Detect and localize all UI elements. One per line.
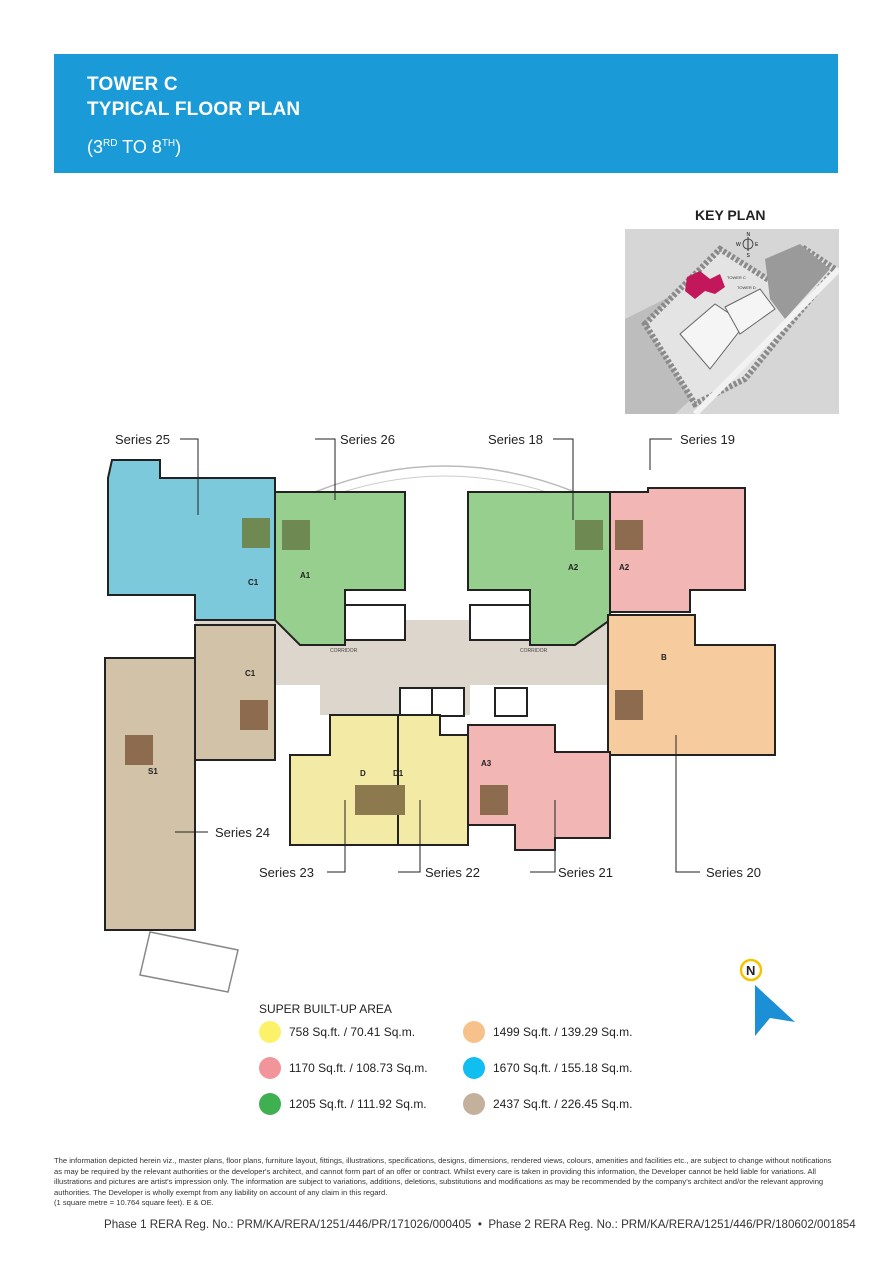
rug xyxy=(282,520,310,550)
unit-tag: A2 xyxy=(619,563,630,572)
floor-range: (3RD TO 8TH) xyxy=(87,137,181,158)
legend-swatch-pink xyxy=(259,1057,281,1079)
plan-title: TYPICAL FLOOR PLAN xyxy=(87,99,301,120)
legend-swatch-cyan xyxy=(463,1057,485,1079)
lift xyxy=(431,687,465,717)
separator: • xyxy=(477,1218,482,1231)
series-21-label: Series 21 xyxy=(558,865,613,880)
rera-phase-2: Phase 2 RERA Reg. No.: PRM/KA/RERA/1251/… xyxy=(488,1218,856,1231)
legend-label: 1170 Sq.ft. / 108.73 Sq.m. xyxy=(289,1061,428,1075)
unit-tag: D xyxy=(360,769,366,778)
compass-n: N xyxy=(747,232,751,238)
title-banner: TOWER C TYPICAL FLOOR PLAN (3RD TO 8TH) xyxy=(54,54,838,173)
rera-numbers: Phase 1 RERA Reg. No.: PRM/KA/RERA/1251/… xyxy=(104,1218,856,1231)
rug xyxy=(575,520,603,550)
series-24-label: Series 24 xyxy=(215,825,270,840)
legend-label: 1499 Sq.ft. / 139.29 Sq.m. xyxy=(493,1025,633,1039)
compass-e: E xyxy=(755,242,759,248)
rera-phase-1: Phase 1 RERA Reg. No.: PRM/KA/RERA/1251/… xyxy=(104,1218,472,1231)
conversion-note: (1 square metre = 10.764 square feet). E… xyxy=(54,1198,214,1208)
disclaimer: The information depicted herein viz., ma… xyxy=(54,1156,840,1209)
tower-c-label: TOWER C xyxy=(727,275,746,280)
arc-terrace xyxy=(314,465,576,493)
series-22-label: Series 22 xyxy=(425,865,480,880)
legend-swatch-green xyxy=(259,1093,281,1115)
legend-title: SUPER BUILT-UP AREA xyxy=(259,1002,392,1016)
legend-swatch-beige xyxy=(463,1093,485,1115)
disclaimer-text: The information depicted herein viz., ma… xyxy=(54,1156,832,1197)
staircase xyxy=(344,604,406,641)
legend-swatch-yellow xyxy=(259,1021,281,1043)
unit-tag: A1 xyxy=(300,571,311,580)
superscript: TH xyxy=(161,138,176,149)
series-25-label: Series 25 xyxy=(115,432,170,447)
unit-series-24-s1 xyxy=(104,657,196,931)
key-plan-title: KEY PLAN xyxy=(695,207,766,223)
floor-range-mid: TO 8 xyxy=(117,137,162,157)
unit-series-23 xyxy=(289,714,399,846)
unit-tag: C1 xyxy=(245,669,256,678)
unit-series-22 xyxy=(397,714,469,846)
series-20-label: Series 20 xyxy=(706,865,761,880)
series-18-label: Series 18 xyxy=(488,432,543,447)
series-26-label: Series 26 xyxy=(340,432,395,447)
unit-tag: D1 xyxy=(393,769,404,778)
legend-label: 2437 Sq.ft. / 226.45 Sq.m. xyxy=(493,1097,633,1111)
compass-icon: N E S W xyxy=(736,232,759,259)
legend-label: 1670 Sq.ft. / 155.18 Sq.m. xyxy=(493,1061,633,1075)
unit-tag: A2 xyxy=(568,563,579,572)
superscript: RD xyxy=(103,138,118,149)
rug xyxy=(480,785,508,815)
floor-range-start: (3 xyxy=(87,137,104,157)
rug xyxy=(242,518,270,548)
legend-label: 758 Sq.ft. / 70.41 Sq.m. xyxy=(289,1025,416,1039)
terrace xyxy=(139,931,239,993)
compass-w: W xyxy=(736,242,741,248)
legend-swatch-orange xyxy=(463,1021,485,1043)
tower-d-label: TOWER D xyxy=(737,285,756,290)
key-plan-image: TOWER C TOWER D N E S W xyxy=(625,229,839,414)
floor-range-end: ) xyxy=(175,137,182,157)
unit-tag: S1 xyxy=(148,767,158,776)
tower-c-highlight xyxy=(685,271,725,299)
rug xyxy=(615,520,643,550)
unit-tag: C1 xyxy=(248,578,259,587)
rug xyxy=(240,700,268,730)
compass-s: S xyxy=(747,253,751,259)
rug xyxy=(355,785,405,815)
series-19-label: Series 19 xyxy=(680,432,735,447)
north-label: N xyxy=(746,963,755,978)
rug xyxy=(125,735,153,765)
unit-tag: A3 xyxy=(481,759,492,768)
unit-series-24-c1 xyxy=(194,624,276,761)
lift xyxy=(399,687,433,717)
unit-series-19 xyxy=(609,487,746,613)
tower-title: TOWER C xyxy=(87,74,178,95)
north-arrow-icon: N xyxy=(739,958,795,1036)
corridor-label: CORRIDOR xyxy=(520,648,548,654)
series-23-label: Series 23 xyxy=(259,865,314,880)
rug xyxy=(615,690,643,720)
unit-tag: B xyxy=(661,653,667,662)
corridor-label: CORRIDOR xyxy=(330,648,358,654)
legend-label: 1205 Sq.ft. / 111.92 Sq.m. xyxy=(289,1097,427,1111)
leader-lines xyxy=(175,438,700,873)
staircase xyxy=(469,604,531,641)
lift xyxy=(494,687,528,717)
unit-series-20 xyxy=(607,614,776,756)
arc-terrace-inner xyxy=(319,475,571,501)
